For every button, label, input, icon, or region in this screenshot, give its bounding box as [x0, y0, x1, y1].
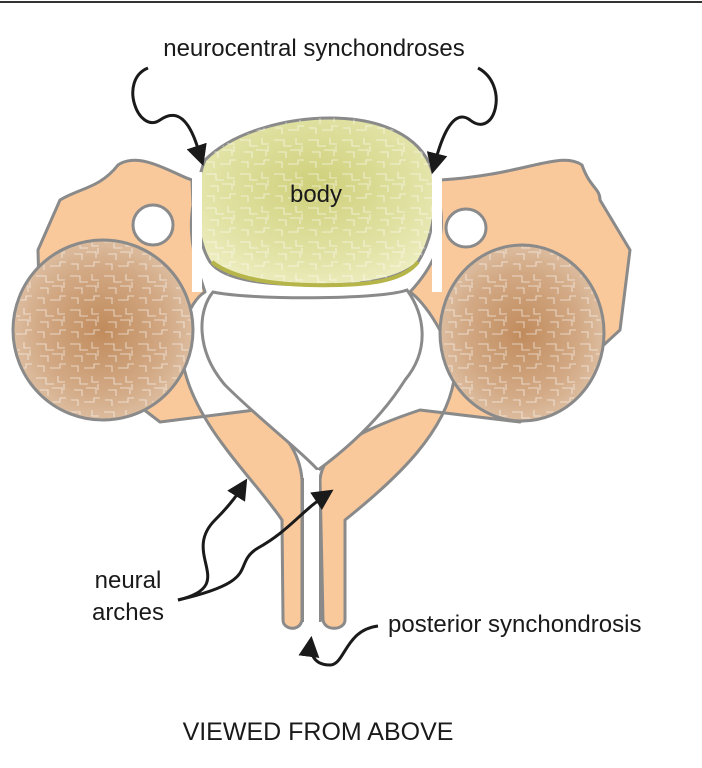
arrow-neural-arch-right: [177, 489, 334, 602]
right-facet-texture: [442, 247, 602, 419]
right-transverse-foramen: [444, 207, 488, 249]
left-transverse-foramen: [131, 203, 175, 247]
left-neurocentral-gap: [192, 172, 202, 292]
body-edge-shade: [210, 260, 420, 288]
caption: VIEWED FROM ABOVE: [183, 718, 454, 746]
label-body: body: [290, 181, 342, 208]
body-texture: [197, 118, 436, 285]
left-facet-texture: [15, 242, 191, 418]
arrow-neural-arch-left: [177, 478, 248, 602]
arrow-posterior-synchondrosis: [298, 624, 379, 667]
posterior-gap-fill: [304, 470, 319, 630]
label-neurocentral-synchondroses: neurocentral synchondroses: [163, 35, 465, 62]
label-arches: arches: [92, 599, 164, 626]
label-neural: neural: [95, 567, 162, 594]
label-posterior-synchondrosis: posterior synchondrosis: [388, 611, 641, 638]
right-neurocentral-gap: [432, 172, 442, 292]
arrow-neurocentral-right: [426, 66, 498, 175]
vertebral-foramen: [200, 288, 424, 473]
arrow-neurocentral-left: [131, 66, 207, 166]
